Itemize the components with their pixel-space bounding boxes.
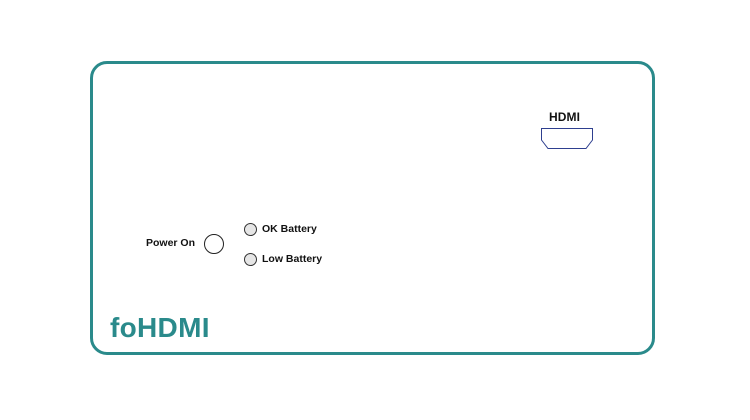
power-on-label: Power On xyxy=(146,237,196,249)
device-panel xyxy=(90,61,655,355)
power-button[interactable] xyxy=(204,234,224,254)
low-battery-led-icon xyxy=(244,253,257,266)
hdmi-port-icon xyxy=(541,128,593,149)
brand-logo-text: foHDMI xyxy=(110,312,210,343)
low-battery-label: Low Battery xyxy=(262,253,323,265)
ok-battery-led-icon xyxy=(244,223,257,236)
ok-battery-label: OK Battery xyxy=(262,223,317,235)
hdmi-port-label: HDMI xyxy=(549,110,581,124)
